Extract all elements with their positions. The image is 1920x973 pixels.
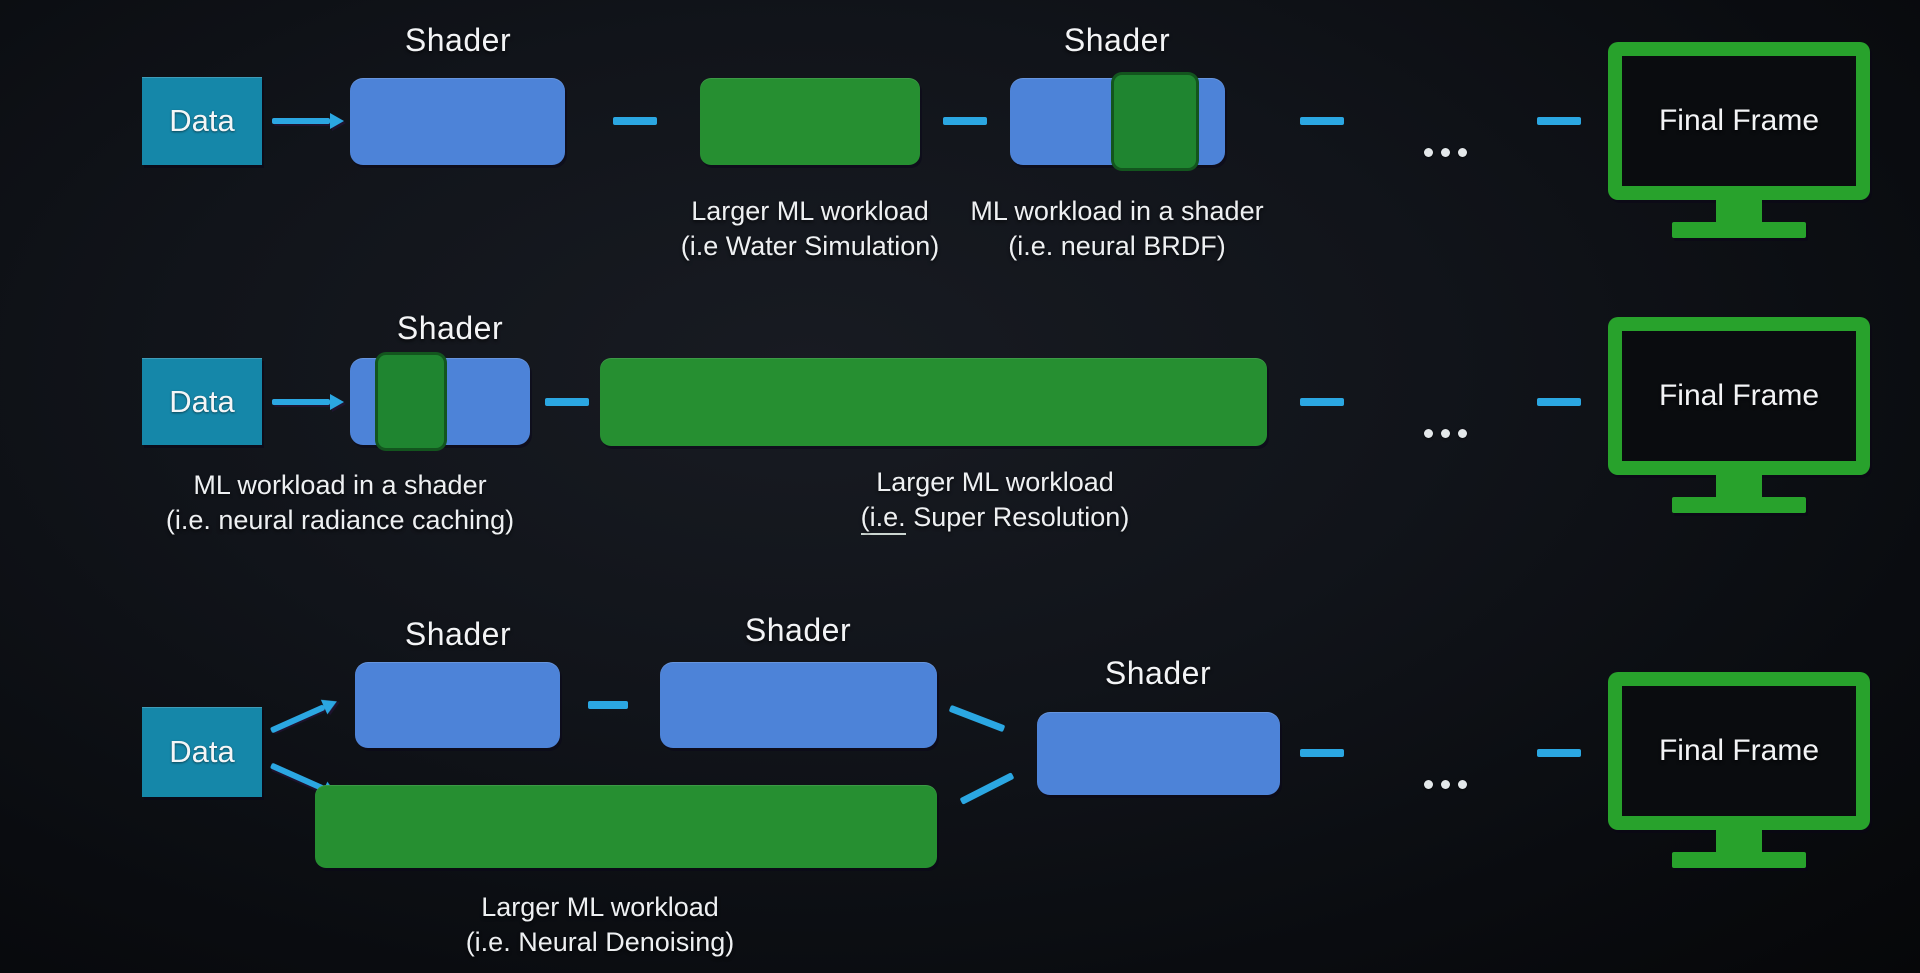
arrow-head [320, 694, 341, 715]
diagonal-connector-dash [959, 772, 1015, 805]
data-box: Data [142, 358, 262, 445]
caption-line-1: Larger ML workload [691, 196, 929, 226]
ellipsis-icon [1424, 429, 1467, 438]
final-frame-label: Final Frame [1658, 734, 1820, 767]
caption-line-1: Larger ML workload [876, 467, 1114, 497]
caption-line-2: (i.e Water Simulation) [680, 231, 940, 261]
monitor-screen: Final Frame [1608, 42, 1870, 200]
shader-label: Shader [404, 22, 512, 58]
diagonal-connector-dash [948, 704, 1006, 733]
connector-dash [613, 117, 657, 125]
connector-dash [1537, 117, 1581, 125]
caption-line-2: (i.e. neural BRDF) [1008, 231, 1226, 261]
final-frame-monitor-icon: Final Frame [1608, 317, 1870, 513]
underlined-ie: (i.e. [860, 502, 906, 535]
monitor-base [1672, 852, 1806, 868]
shader-label: Shader [404, 616, 512, 652]
shader-box [1037, 712, 1280, 795]
caption-line-1: ML workload in a shader [193, 470, 487, 500]
shader-box [355, 662, 560, 748]
caption-line-2-rest: Super Resolution) [905, 502, 1130, 532]
final-frame-label: Final Frame [1658, 104, 1820, 137]
data-box-label: Data [169, 103, 235, 138]
monitor-base [1672, 497, 1806, 513]
connector-dash [1300, 749, 1344, 757]
connector-dash [588, 701, 628, 709]
workload-caption: Larger ML workload (i.e Water Simulation… [660, 194, 960, 264]
monitor-stand [1716, 473, 1762, 497]
shader-box [350, 78, 565, 165]
monitor-screen: Final Frame [1608, 317, 1870, 475]
arrow-head [330, 394, 344, 410]
large-ml-workload-box [315, 785, 937, 868]
shader-label: Shader [744, 612, 852, 648]
arrow-shaft [269, 762, 326, 792]
connector-dash [943, 117, 987, 125]
caption-line-2: (i.e. Super Resolution) [845, 500, 1145, 535]
inline-workload-caption: ML workload in a shader (i.e. neural rad… [165, 468, 515, 538]
caption-line-1: ML workload in a shader [970, 196, 1264, 226]
connector-dash [545, 398, 589, 406]
ml-inset-box [375, 352, 447, 451]
connector-dash [1300, 117, 1344, 125]
right-arrow-icon [272, 113, 344, 129]
caption-line-1: Larger ML workload [481, 892, 719, 922]
arrow-head [330, 113, 344, 129]
arrow-shaft [272, 399, 330, 405]
ml-workload-box [700, 78, 920, 165]
connector-dash [1537, 398, 1581, 406]
ml-inset-box [1111, 72, 1199, 171]
monitor-base [1672, 222, 1806, 238]
caption-line-2: (i.e. Neural Denoising) [465, 927, 735, 957]
monitor-stand [1716, 198, 1762, 222]
shader-box-with-ml [350, 352, 530, 451]
ellipsis-icon [1424, 148, 1467, 157]
shader-box [660, 662, 937, 748]
data-box: Data [142, 77, 262, 165]
workload-caption: Larger ML workload (i.e. Super Resolutio… [845, 465, 1145, 535]
inline-workload-caption: ML workload in a shader (i.e. neural BRD… [967, 194, 1267, 264]
large-ml-workload-box [600, 358, 1267, 446]
monitor-stand [1716, 828, 1762, 852]
final-frame-monitor-icon: Final Frame [1608, 672, 1870, 868]
final-frame-monitor-icon: Final Frame [1608, 42, 1870, 238]
data-box-label: Data [169, 383, 235, 419]
shader-label: Shader [396, 310, 504, 346]
data-box: Data [142, 707, 262, 797]
ellipsis-icon [1424, 780, 1467, 789]
shader-label: Shader [1104, 655, 1212, 691]
caption-line-2: (i.e. neural radiance caching) [165, 505, 515, 535]
arrow-shaft [269, 704, 326, 734]
arrow-shaft [272, 118, 330, 124]
right-arrow-icon [272, 394, 344, 410]
shader-box-with-ml [1010, 72, 1225, 171]
shader-label: Shader [1063, 22, 1171, 58]
up-right-arrow-icon [268, 694, 341, 738]
connector-dash [1300, 398, 1344, 406]
monitor-screen: Final Frame [1608, 672, 1870, 830]
connector-dash [1537, 749, 1581, 757]
workload-caption: Larger ML workload (i.e. Neural Denoisin… [425, 890, 775, 960]
final-frame-label: Final Frame [1658, 379, 1820, 412]
data-box-label: Data [169, 734, 235, 769]
